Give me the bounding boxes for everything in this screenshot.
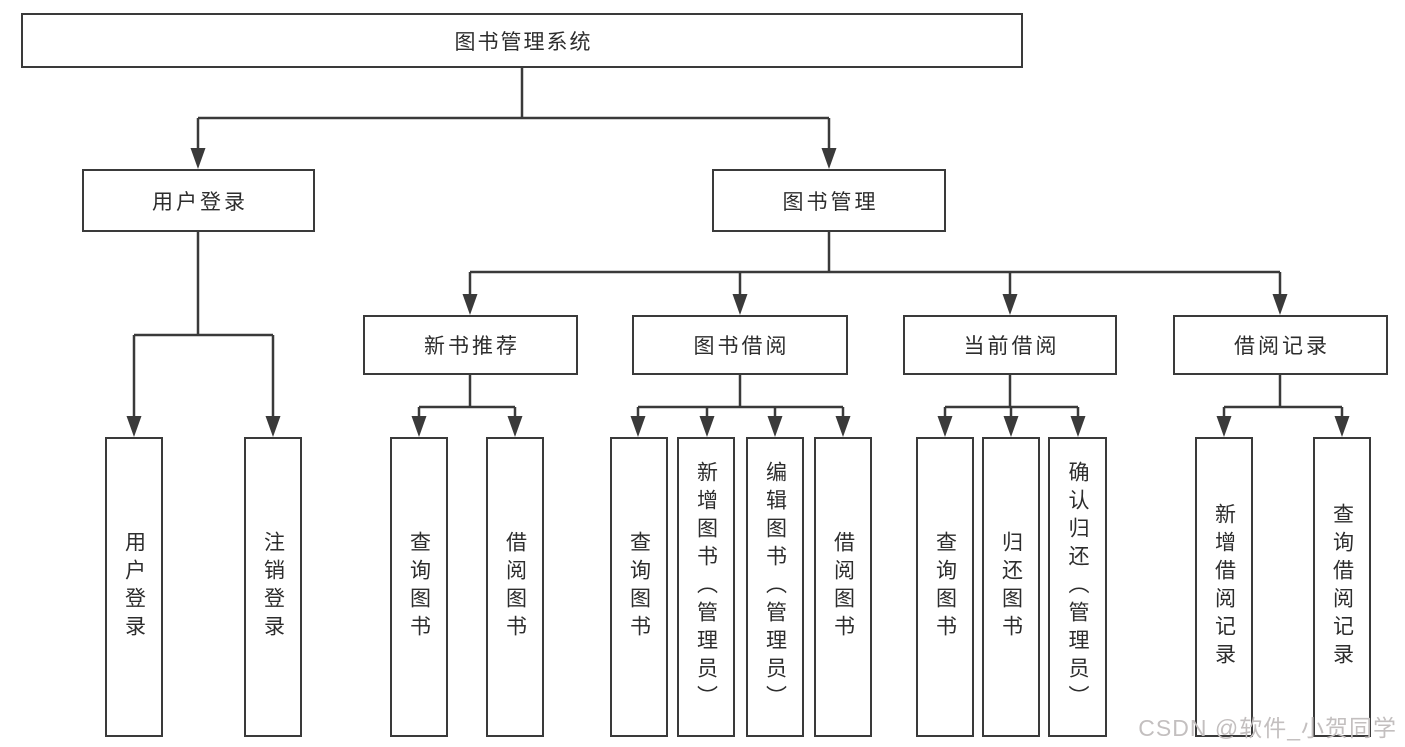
node-label: 归还图书 [999, 531, 1023, 643]
node-label: 借阅图书 [503, 531, 527, 643]
node-label: 用户登录 [122, 531, 146, 643]
node-new-book-recommendation: 新书推荐 [363, 315, 578, 375]
leaf-add-borrow-record: 新增借阅记录 [1195, 437, 1253, 737]
leaf-query-books-borrowing: 查询图书 [610, 437, 668, 737]
node-label: 确认归还（管理员） [1066, 461, 1089, 713]
node-user-login: 用户登录 [82, 169, 315, 232]
node-label: 查询借阅记录 [1330, 503, 1354, 671]
node-label: 编辑图书（管理员） [763, 461, 787, 713]
node-label: 查询图书 [627, 531, 651, 643]
node-label: 新书推荐 [424, 335, 520, 358]
node-label: 新增图书（管理员） [694, 461, 718, 713]
node-label: 图书管理系统 [454, 30, 593, 54]
leaf-borrow-books: 借阅图书 [814, 437, 872, 737]
node-label: 借阅记录 [1234, 335, 1330, 358]
leaf-edit-book-admin: 编辑图书（管理员） [746, 437, 804, 737]
node-current-borrowing: 当前借阅 [903, 315, 1117, 375]
leaf-query-borrow-record: 查询借阅记录 [1313, 437, 1371, 737]
node-book-borrowing: 图书借阅 [632, 315, 848, 375]
node-label: 查询图书 [407, 531, 431, 643]
leaf-confirm-return-admin: 确认归还（管理员） [1048, 437, 1107, 737]
leaf-return-book: 归还图书 [982, 437, 1040, 737]
node-library-management-system: 图书管理系统 [21, 13, 1023, 68]
node-label: 借阅图书 [831, 531, 855, 643]
node-label: 注销登录 [261, 531, 285, 643]
node-label: 查询图书 [933, 531, 957, 643]
node-borrowing-records: 借阅记录 [1173, 315, 1388, 375]
leaf-user-login: 用户登录 [105, 437, 163, 737]
csdn-watermark: CSDN @软件_小贺同学 [1138, 715, 1397, 741]
node-label: 新增借阅记录 [1212, 503, 1236, 671]
leaf-query-books-recommend: 查询图书 [390, 437, 448, 737]
node-label: 当前借阅 [963, 335, 1060, 358]
node-book-management: 图书管理 [712, 169, 946, 232]
node-label: 用户登录 [152, 190, 248, 214]
leaf-logout: 注销登录 [244, 437, 302, 737]
leaf-query-books-current: 查询图书 [916, 437, 974, 737]
node-label: 图书借阅 [693, 335, 790, 358]
node-label: 图书管理 [782, 190, 879, 214]
leaf-add-book-admin: 新增图书（管理员） [677, 437, 735, 737]
leaf-borrow-books-recommend: 借阅图书 [486, 437, 544, 737]
